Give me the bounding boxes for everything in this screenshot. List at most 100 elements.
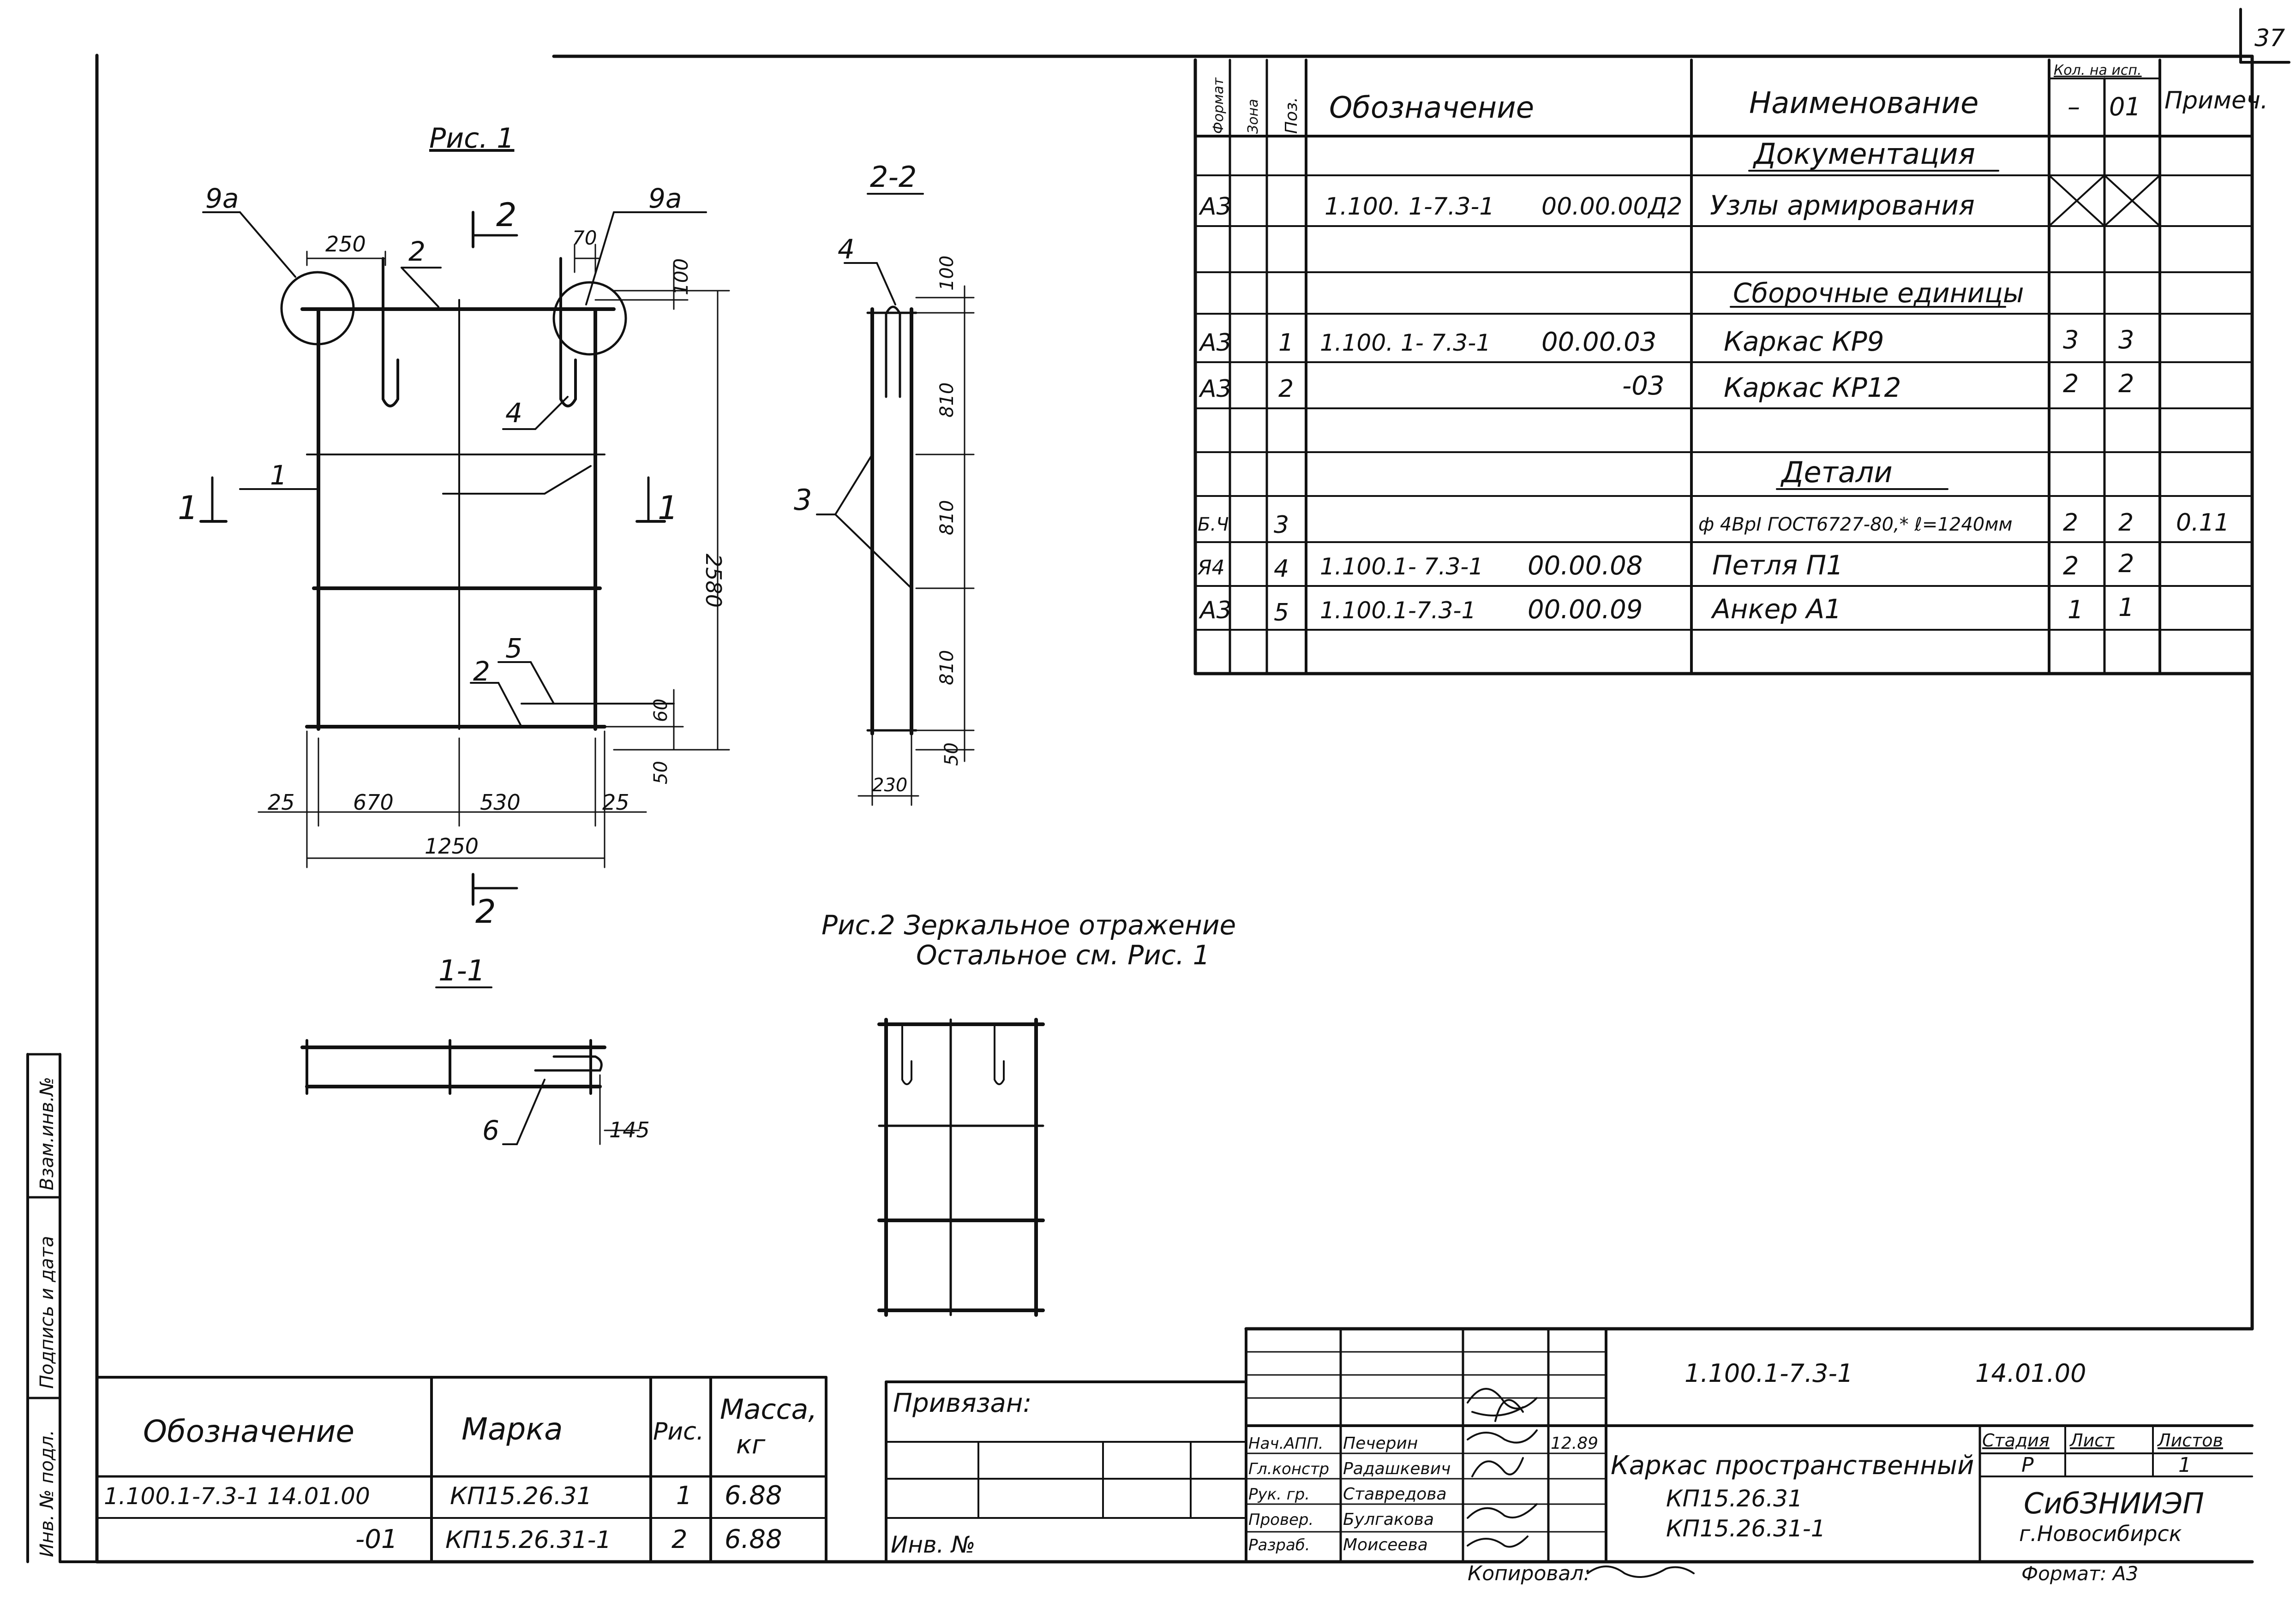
binding-box-lines [885, 1380, 1247, 1563]
fig1-pos-4: 4 [505, 397, 522, 429]
fig1-dim-50: 50 [650, 761, 671, 784]
spec-cell-note: 0.11 [2176, 509, 2230, 537]
spec-row: Я4 4 1.100.1- 7.3-1 00.00.08 Петля П1 2 … [1197, 549, 2134, 583]
sheet-number: 37 [2254, 24, 2285, 52]
binding-label: Привязан: [893, 1388, 1031, 1418]
title-line3: КП15.26.31-1 [1666, 1515, 1826, 1542]
fig1-pos-2-top: 2 [408, 236, 426, 267]
variants-cell-fig: 1 [676, 1481, 692, 1510]
side-stamp-inv-original: Инв. № подл. [36, 1430, 58, 1557]
sec22-dim-810a: 810 [936, 382, 958, 418]
title-name: Радашкевич [1343, 1459, 1451, 1478]
sec22-dim-230: 230 [872, 775, 907, 796]
variants-header-fig: Рис. [653, 1418, 704, 1446]
variants-row: 1.100.1-7.3-1 14.01.00 КП15.26.31 1 6.88 [104, 1481, 782, 1511]
spec-cell-designation: 1.100.1- 7.3-1 [1320, 553, 1483, 580]
spec-cell-format: А3 [1199, 375, 1232, 403]
spec-cell-qty-a: 1 [2068, 595, 2083, 624]
sec11-title: 1-1 [438, 954, 485, 987]
fig1-pos-2-bottom: 2 [473, 656, 490, 687]
fig1-section-mark-bottom: 2 [475, 893, 496, 931]
spec-section-assemblies: Сборочные единицы [1733, 277, 2024, 309]
variants-cell-designation: 1.100.1-7.3-1 14.01.00 [104, 1483, 370, 1510]
fig1-title: Рис. 1 [429, 122, 514, 155]
spec-cell-qty-b: 2 [2118, 509, 2134, 537]
title-role: Провер. [1248, 1511, 1313, 1529]
fig1-dim-25-left: 25 [268, 790, 295, 815]
spec-header-pos: Поз. [1282, 97, 1301, 134]
title-line1: Каркас пространственный [1611, 1451, 1974, 1481]
variants-header-mass-unit: кг [736, 1430, 766, 1460]
fig1-dim-70: 70 [572, 227, 597, 249]
fig2-caption-line2: Остальное см. Рис. 1 [916, 939, 1210, 971]
sec22-dim-50: 50 [941, 742, 962, 766]
title-code: 14.01.00 [1975, 1359, 2086, 1388]
binding-inv-label: Инв. № [891, 1531, 975, 1558]
title-name: Моисеева [1343, 1535, 1428, 1554]
spec-table-lines [1193, 58, 2254, 675]
spec-cell-name: Каркас КР9 [1724, 326, 1884, 357]
spec-cell-format: Б.Ч [1198, 514, 1229, 535]
spec-cell-designation-code: 00.00.09 [1528, 595, 1643, 625]
title-line2: КП15.26.31 [1666, 1485, 1803, 1512]
fig1-dim-1250: 1250 [425, 834, 479, 859]
spec-cell-designation-code: -03 [1622, 371, 1664, 401]
fig1-pos-5: 5 [505, 633, 522, 664]
sec22-pos-3: 3 [794, 483, 812, 517]
spec-cell-qty-a: 2 [2063, 369, 2079, 398]
sec22-title: 2-2 [870, 160, 917, 194]
title-role: Нач.АПП. [1248, 1434, 1324, 1453]
spec-cell-pos: 5 [1274, 599, 1289, 627]
title-role: Рук. гр. [1248, 1485, 1310, 1504]
sheet-frame [95, 54, 2254, 1564]
spec-section-documentation: Документация [1752, 137, 1975, 171]
sec11-pos-6: 6 [482, 1115, 499, 1146]
variants-cell-mass: 6.88 [725, 1481, 782, 1511]
title-name: Булгакова [1343, 1510, 1434, 1529]
spec-cell-name: Петля П1 [1712, 550, 1843, 581]
variants-cell-mass: 6.88 [725, 1524, 782, 1554]
spec-cell-format: А3 [1199, 329, 1232, 357]
signatures [1467, 1388, 1695, 1578]
fig1-dim-250: 250 [325, 232, 366, 257]
spec-header-designation: Обозначение [1329, 91, 1534, 125]
spec-header-zone: Зона [1245, 99, 1261, 134]
spec-cell-pos: 2 [1278, 375, 1294, 403]
variants-cell-fig: 2 [671, 1525, 687, 1554]
footer-copied: Копировал: [1468, 1562, 1590, 1585]
fig1-drawing [199, 211, 730, 906]
sec22-pos-4: 4 [838, 233, 855, 265]
title-designation: 1.100.1-7.3-1 [1685, 1359, 1853, 1388]
spec-cell-qty-b: 2 [2118, 549, 2134, 578]
spec-cell-pos: 3 [1274, 511, 1289, 539]
title-block-lines [1244, 1327, 2254, 1563]
variants-header-mark: Марка [462, 1411, 563, 1447]
fig1-section-mark-left: 1 [178, 489, 198, 527]
fig2-drawing [877, 1018, 1045, 1317]
sheet-number-box [2239, 8, 2290, 64]
variants-table-lines [96, 1376, 827, 1563]
spec-cell-pos: 4 [1274, 555, 1289, 583]
fig1-label-9a-right: 9а [648, 183, 682, 214]
title-stage-value: Р [2021, 1453, 2034, 1477]
spec-cell-qty-a: 3 [2063, 325, 2079, 354]
variants-cell-designation: -01 [355, 1524, 397, 1554]
title-sheets-value: 1 [2178, 1453, 2191, 1477]
spec-cell-name: Анкер А1 [1710, 593, 1841, 625]
fig1-dim-670: 670 [353, 790, 394, 815]
spec-row: А3 2 -03 Каркас КР12 2 2 [1199, 369, 2134, 403]
spec-cell-qty-b: 2 [2118, 369, 2134, 398]
fig1-label-9a-left: 9а [205, 183, 239, 214]
title-date: 12.89 [1551, 1434, 1598, 1453]
sec22-dim-810c: 810 [936, 650, 958, 685]
spec-row: Б.Ч 3 ф 4ВрI ГОСТ6727-80,* ℓ=1240мм 2 2 … [1198, 509, 2230, 539]
fig1-section-mark-right: 1 [658, 489, 678, 527]
title-sheet-label: Лист [2069, 1430, 2115, 1451]
title-org-line2: г.Новосибирск [2019, 1521, 2182, 1546]
title-name: Печерин [1343, 1434, 1418, 1453]
title-org-line1: СибЗНИИЭП [2024, 1487, 2204, 1520]
spec-cell-format: Я4 [1197, 556, 1225, 579]
variants-header-mass: Масса, [720, 1393, 817, 1426]
title-stage-label: Стадия [1982, 1430, 2050, 1451]
